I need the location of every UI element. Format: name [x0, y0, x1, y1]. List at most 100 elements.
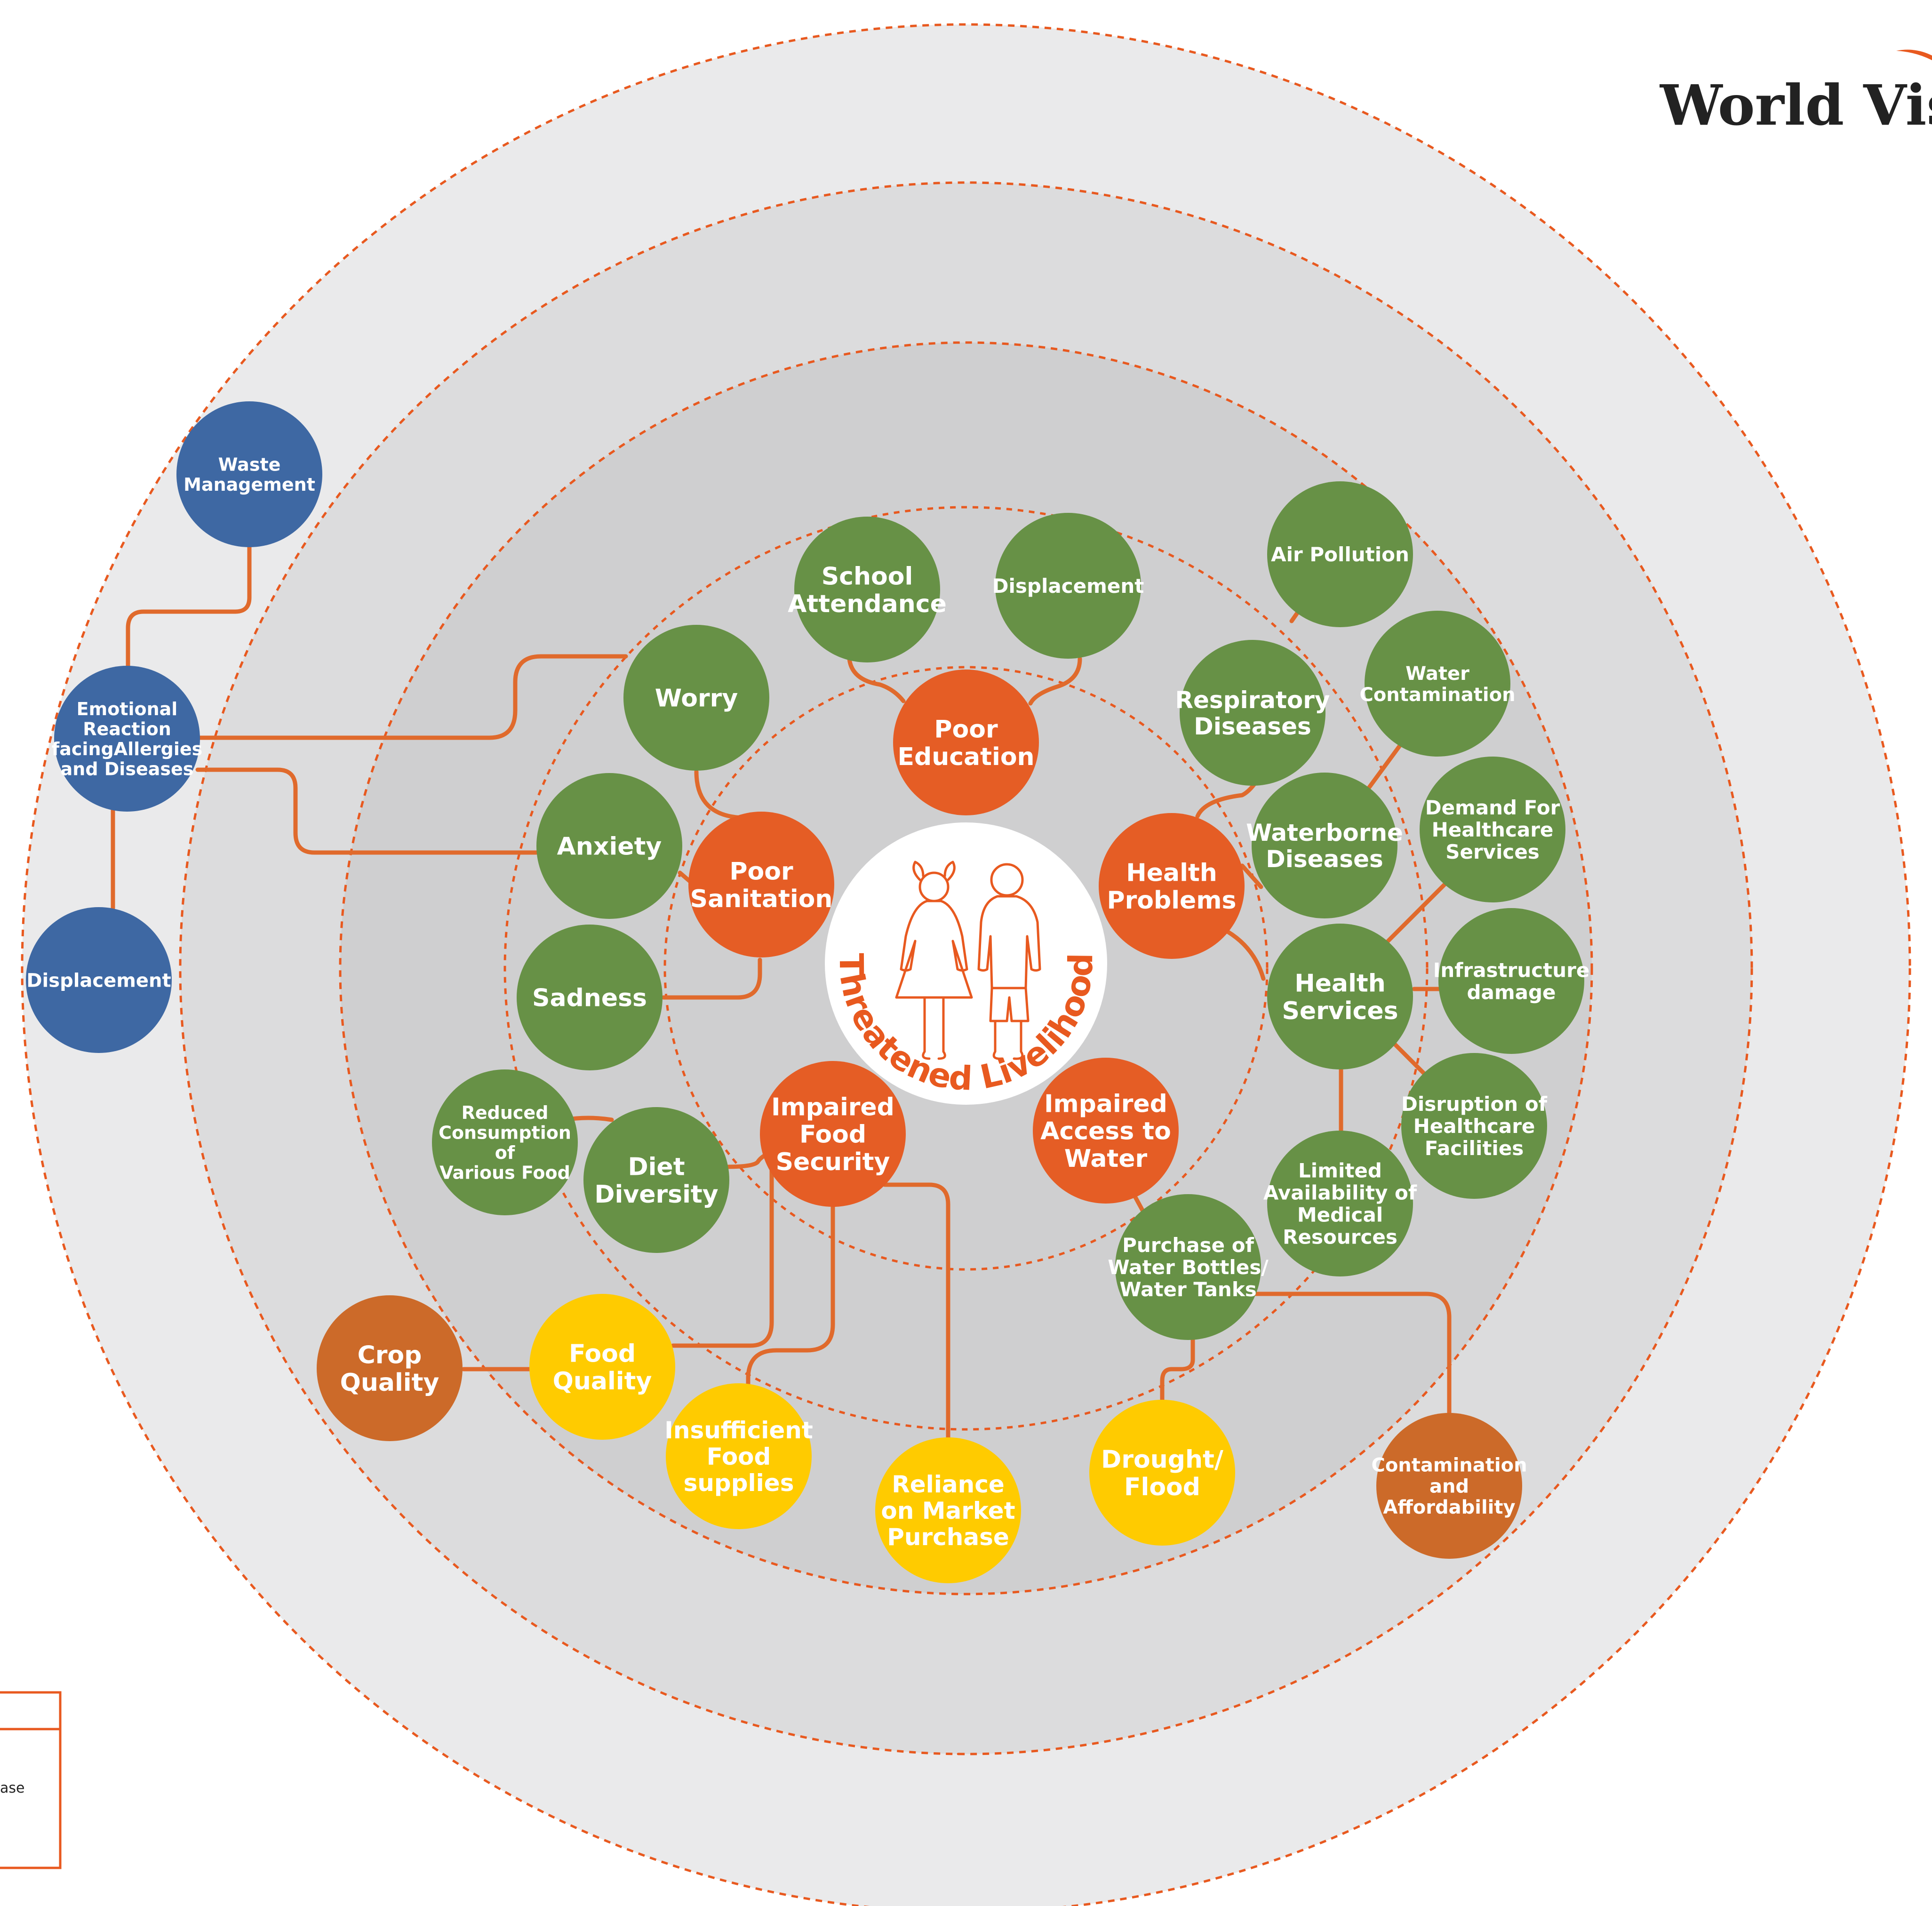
node-circle [536, 773, 682, 919]
node-worry[interactable]: Worry [623, 625, 769, 771]
connector [1365, 740, 1405, 793]
node-label-line: School [822, 563, 913, 591]
girl-legs [922, 996, 946, 1060]
node-sadness[interactable]: Sadness [517, 925, 663, 1070]
node-circle [583, 1107, 729, 1253]
girl-pigtail [912, 861, 925, 881]
legend-text: ase [0, 1780, 24, 1796]
node-label-line: Crop [358, 1341, 422, 1370]
node-label-line: Water Tanks [1119, 1278, 1256, 1301]
connector [195, 654, 628, 740]
node-circle [1267, 1131, 1413, 1276]
node-circle [666, 1383, 812, 1529]
connector [1247, 1292, 1452, 1416]
node-label-line: and Diseases [61, 759, 194, 780]
node-circle [54, 666, 200, 812]
node-circle [26, 907, 172, 1053]
node-anxiety[interactable]: Anxiety [536, 773, 682, 919]
node-air-pollution[interactable]: Air Pollution [1267, 481, 1413, 627]
node-circle [1099, 813, 1245, 959]
node-label: Air Pollution [1271, 543, 1409, 566]
node-label-line: Affordability [1383, 1497, 1515, 1518]
node-label-line: Reaction [83, 718, 171, 739]
node-circle [317, 1295, 463, 1441]
node-label-line: Contamination [1359, 684, 1515, 706]
node-label-line: Health [1126, 859, 1217, 887]
node-label-line: Water [1405, 663, 1469, 685]
node-label-line: of [495, 1142, 515, 1163]
node-drought-flood[interactable]: Drought/Flood [1089, 1400, 1235, 1546]
node-circle [1267, 924, 1413, 1069]
logo-swoosh-icon [1896, 49, 1932, 60]
node-label-line: Diseases [1194, 713, 1311, 740]
center-group: Threatened Livelihood [825, 822, 1107, 1105]
legend-box [0, 1691, 62, 1869]
node-circle [1089, 1400, 1235, 1546]
node-circle [1180, 640, 1325, 786]
node-label-line: Displacement [26, 970, 171, 991]
node-displacement-inner[interactable]: Displacement [992, 513, 1144, 659]
node-label-line: Purchase [887, 1523, 1009, 1551]
connector [126, 543, 252, 668]
node-label-line: Medical [1297, 1204, 1383, 1227]
node-label-line: Access to [1040, 1117, 1171, 1146]
node-label-line: Availability of [1263, 1181, 1417, 1204]
node-label-line: Anxiety [557, 833, 662, 861]
node-label-line: Food [569, 1340, 636, 1368]
node-circle [995, 513, 1141, 659]
connector [661, 957, 762, 1000]
node-displacement-outer[interactable]: Displacement [26, 907, 172, 1053]
node-circle [760, 1061, 906, 1207]
boy-shorts [989, 987, 1030, 1022]
node-label-line: Impaired [1044, 1090, 1167, 1118]
node-label: Anxiety [557, 833, 662, 861]
node-label-line: Facilities [1425, 1137, 1524, 1160]
node-label-line: Demand For [1425, 796, 1560, 819]
node-label-line: Healthcare [1432, 818, 1554, 841]
node-circle [176, 401, 322, 547]
girl-pigtail [943, 861, 956, 881]
node-label-line: Services [1282, 997, 1398, 1025]
